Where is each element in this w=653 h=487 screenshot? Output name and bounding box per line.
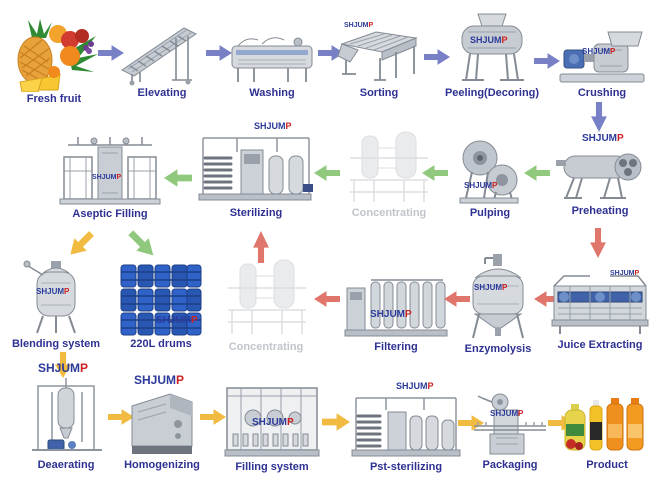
- step-label: Deaerating: [37, 459, 95, 471]
- step-220l-drums: SHJUMP 220L drums: [116, 260, 206, 351]
- step-label: Preheating: [571, 205, 629, 217]
- peeling-machine-image: SHJUMP: [444, 10, 540, 86]
- concentrating-machine-image: [216, 252, 316, 340]
- concentrating-machine-image: [342, 126, 436, 206]
- step-enzymolysis: SHJUMP Enzymolysis: [456, 248, 540, 356]
- step-blending-system: SHJUMP Blending system: [12, 256, 100, 351]
- elevating-machine-image: [118, 20, 206, 86]
- step-label: Pulping: [469, 207, 511, 219]
- step-label: Sterilizing: [229, 207, 283, 219]
- shjump-watermark: SHJUMP: [370, 309, 412, 320]
- shjump-watermark: SHJUMP: [474, 283, 508, 292]
- step-filling-system: SHJUMP Filling system: [222, 378, 322, 474]
- step-label: 220L drums: [130, 338, 192, 350]
- deaerating-machine-image: SHJUMP: [16, 362, 116, 458]
- step-label: Homogenizing: [124, 459, 200, 471]
- step-packaging: SHJUMP Packaging: [466, 388, 554, 472]
- step-homogenizing: SHJUMP Homogenizing: [124, 374, 200, 472]
- step-label: Filling system: [235, 461, 309, 473]
- step-filtering: SHJUMP Filtering: [342, 260, 450, 354]
- step-label: Peeling(Decoring): [444, 87, 540, 99]
- step-label: Pst-sterilizing: [369, 461, 443, 473]
- step-concentrating-bottom: Concentrating: [216, 252, 316, 354]
- enzymolysis-tank-image: SHJUMP: [456, 248, 540, 342]
- step-label: Concentrating: [351, 207, 427, 219]
- arrow-concentrating-to-sterilizing: [314, 165, 340, 181]
- washing-machine-image: [228, 30, 316, 86]
- step-preheating: SHJUMP Preheating: [552, 134, 648, 218]
- arrow-sterilizing-to-aseptic-filling: [164, 169, 192, 187]
- packaging-machine-image: SHJUMP: [466, 388, 554, 458]
- step-sorting: SHJUMP Sorting: [336, 20, 422, 100]
- step-label: Blending system: [11, 338, 101, 350]
- step-label: Aseptic Filling: [72, 208, 148, 220]
- filtering-machine-image: SHJUMP: [342, 260, 450, 340]
- step-label: Filtering: [374, 341, 418, 353]
- arrow-filling-to-pst-sterilizing: [322, 413, 350, 431]
- step-aseptic-filling: SHJUMP Aseptic Filling: [56, 130, 164, 221]
- step-sterilizing: SHJUMP Sterilizing: [196, 122, 316, 220]
- product-bottles-image: [562, 390, 652, 458]
- shjump-watermark: SHJUMP: [610, 270, 640, 277]
- sterilizing-machine-image: SHJUMP: [196, 122, 316, 206]
- step-crushing: SHJUMP Crushing: [556, 26, 648, 100]
- step-label: Washing: [249, 87, 295, 99]
- arrow-aseptic-filling-to-drums: [124, 226, 161, 263]
- step-juice-extracting: SHJUMP Juice Extracting: [548, 260, 652, 352]
- shjump-watermark: SHJUMP: [464, 181, 498, 190]
- drums-image: SHJUMP: [116, 260, 206, 337]
- shjump-watermark: SHJUMP: [490, 409, 524, 418]
- shjump-watermark: SHJUMP: [582, 47, 616, 56]
- shjump-watermark: SHJUMP: [36, 287, 70, 296]
- shjump-watermark: SHJUMP: [582, 133, 624, 144]
- step-elevating: Elevating: [118, 20, 206, 100]
- step-deaerating: SHJUMP Deaerating: [16, 362, 116, 472]
- step-pst-sterilizing: SHJUMP Pst-sterilizing: [348, 381, 464, 474]
- step-label: Concentrating: [228, 341, 304, 353]
- shjump-watermark: SHJUMP: [134, 373, 185, 387]
- step-label: Product: [586, 459, 628, 471]
- pulping-machine-image: SHJUMP: [450, 134, 530, 206]
- shjump-watermark: SHJUMP: [252, 417, 294, 428]
- step-label: Elevating: [137, 87, 187, 99]
- arrow-crushing-to-preheating: [591, 102, 607, 132]
- filling-system-machine-image: SHJUMP: [222, 378, 322, 460]
- step-label: Fresh fruit: [26, 93, 82, 105]
- crushing-machine-image: SHJUMP: [556, 26, 648, 86]
- shjump-watermark: SHJUMP: [92, 174, 122, 181]
- shjump-watermark: SHJUMP: [396, 381, 434, 391]
- step-washing: Washing: [228, 30, 316, 100]
- homogenizing-machine-image: SHJUMP: [124, 374, 200, 458]
- preheating-machine-image: SHJUMP: [552, 134, 648, 204]
- step-fresh-fruit: Fresh fruit: [6, 12, 102, 106]
- sorting-machine-image: SHJUMP: [336, 20, 422, 86]
- shjump-watermark: SHJUMP: [344, 22, 374, 29]
- pst-sterilizing-machine-image: SHJUMP: [348, 381, 464, 460]
- shjump-watermark: SHJUMP: [38, 361, 89, 375]
- fresh-fruit-image: [6, 12, 102, 92]
- step-label: Juice Extracting: [557, 339, 643, 351]
- step-pulping: SHJUMP Pulping: [450, 134, 530, 220]
- arrow-filtering-to-concentrating: [314, 291, 340, 307]
- juice-extracting-machine-image: SHJUMP: [548, 260, 652, 338]
- shjump-watermark: SHJUMP: [470, 35, 508, 45]
- step-label: Sorting: [359, 87, 399, 99]
- blending-tank-image: SHJUMP: [12, 256, 100, 337]
- shjump-watermark: SHJUMP: [254, 121, 292, 131]
- step-product: Product: [562, 390, 652, 472]
- step-label: Enzymolysis: [464, 343, 532, 355]
- aseptic-filling-machine-image: SHJUMP: [56, 130, 164, 207]
- shjump-watermark: SHJUMP: [156, 315, 198, 326]
- step-label: Crushing: [577, 87, 627, 99]
- step-peeling: SHJUMP Peeling(Decoring): [444, 10, 540, 100]
- step-concentrating-top: Concentrating: [342, 126, 436, 220]
- step-label: Packaging: [482, 459, 538, 471]
- arrow-preheating-to-juice-extracting: [590, 228, 606, 258]
